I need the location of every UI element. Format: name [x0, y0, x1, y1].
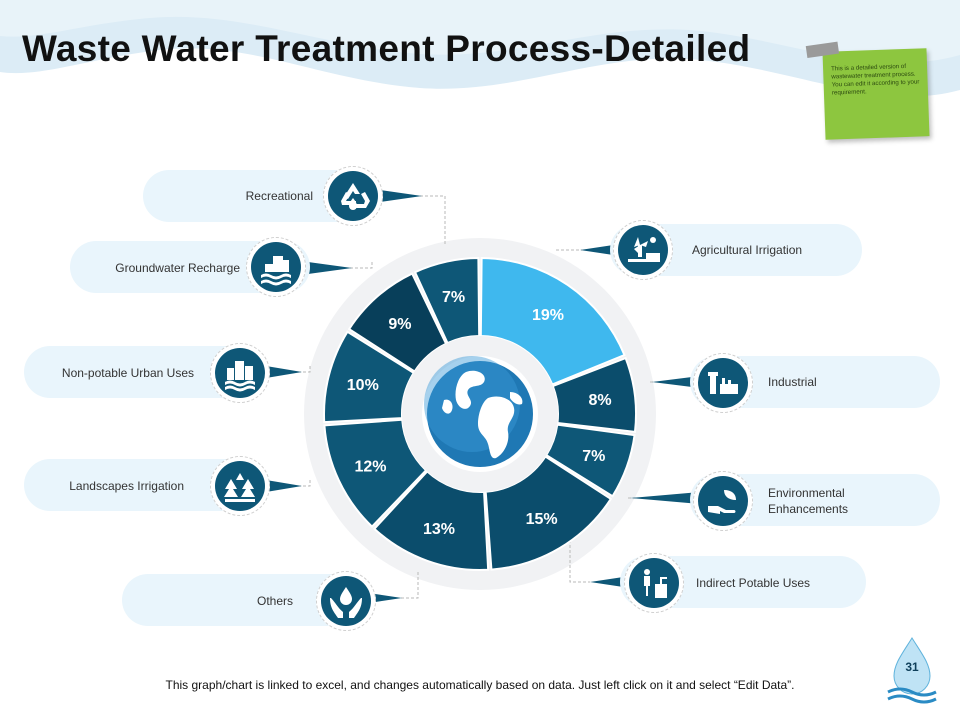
page-number-badge: 31	[884, 636, 940, 706]
water-drop-icon	[887, 637, 937, 704]
pointer-arrow-3	[266, 366, 302, 378]
label-landscapes: Landscapes Irrigation	[69, 479, 184, 493]
background-wave	[0, 0, 960, 97]
chart-value-label-3: 7%	[582, 448, 605, 465]
badge-nonpotable	[210, 343, 270, 403]
label-recreational: Recreational	[245, 189, 313, 203]
label-indirect: Indirect Potable Uses	[696, 576, 811, 590]
drinking-fountain-icon	[644, 569, 667, 598]
badge-recreational	[323, 166, 383, 226]
page-number: 31	[905, 660, 919, 674]
page-title: Waste Water Treatment Process-Detailed	[22, 28, 751, 69]
note-text: This is a detailed version of wastewater…	[830, 62, 920, 97]
label-environmental: Environmental Enhancements	[768, 486, 849, 516]
pointer-arrow-2	[308, 262, 352, 274]
chart-value-label-8: 9%	[388, 316, 411, 333]
footer-note: This graph/chart is linked to excel, and…	[165, 678, 795, 692]
connector-line-9	[569, 540, 590, 583]
badge-others	[316, 571, 376, 631]
chart-value-label-2: 8%	[588, 392, 611, 409]
factory-icon	[708, 372, 738, 394]
pointer-arrow-7	[652, 376, 700, 388]
pointer-arrow-4	[266, 480, 302, 492]
badge-landscapes	[210, 456, 270, 516]
label-nonpotable: Non-potable Urban Uses	[61, 366, 194, 380]
chart-value-label-1: 19%	[532, 307, 564, 324]
connector-line-4	[300, 480, 311, 487]
chart-value-labels: 19% 8% 7% 15% 13% 12% 10% 9% 7%	[347, 289, 612, 538]
connector-line-1	[420, 195, 446, 244]
badge-industrial	[693, 353, 753, 413]
chart-value-label-9: 7%	[442, 289, 465, 306]
label-groundwater: Groundwater Recharge	[115, 261, 240, 275]
pointer-arrow-8	[630, 492, 700, 504]
chart-value-label-5: 13%	[423, 521, 455, 538]
trees-icon	[224, 473, 255, 502]
connector-line-3	[300, 366, 311, 373]
badge-indirect	[624, 553, 684, 613]
sticky-note: This is a detailed version of wastewater…	[805, 41, 930, 140]
recycle-icon	[341, 183, 370, 210]
groundwater-icon	[261, 256, 291, 286]
label-industrial: Industrial	[768, 375, 817, 389]
farm-windmill-icon	[628, 237, 660, 262]
chart-value-label-6: 12%	[355, 459, 387, 476]
badge-environmental	[693, 471, 753, 531]
chart-value-label-4: 15%	[526, 511, 558, 528]
chart-slice-4	[484, 455, 613, 571]
label-others: Others	[256, 594, 293, 608]
badge-groundwater	[246, 237, 306, 297]
hand-leaf-icon	[708, 490, 736, 514]
label-agricultural: Agricultural Irrigation	[692, 243, 803, 257]
pointer-arrow-1	[380, 190, 422, 202]
city-icon	[225, 361, 255, 392]
badge-agricultural	[613, 220, 673, 280]
chart-value-label-7: 10%	[347, 377, 379, 394]
globe-icon	[424, 356, 533, 467]
connector-line-5	[400, 572, 419, 599]
hands-water-icon	[330, 587, 362, 618]
connector-line-2	[350, 262, 373, 269]
